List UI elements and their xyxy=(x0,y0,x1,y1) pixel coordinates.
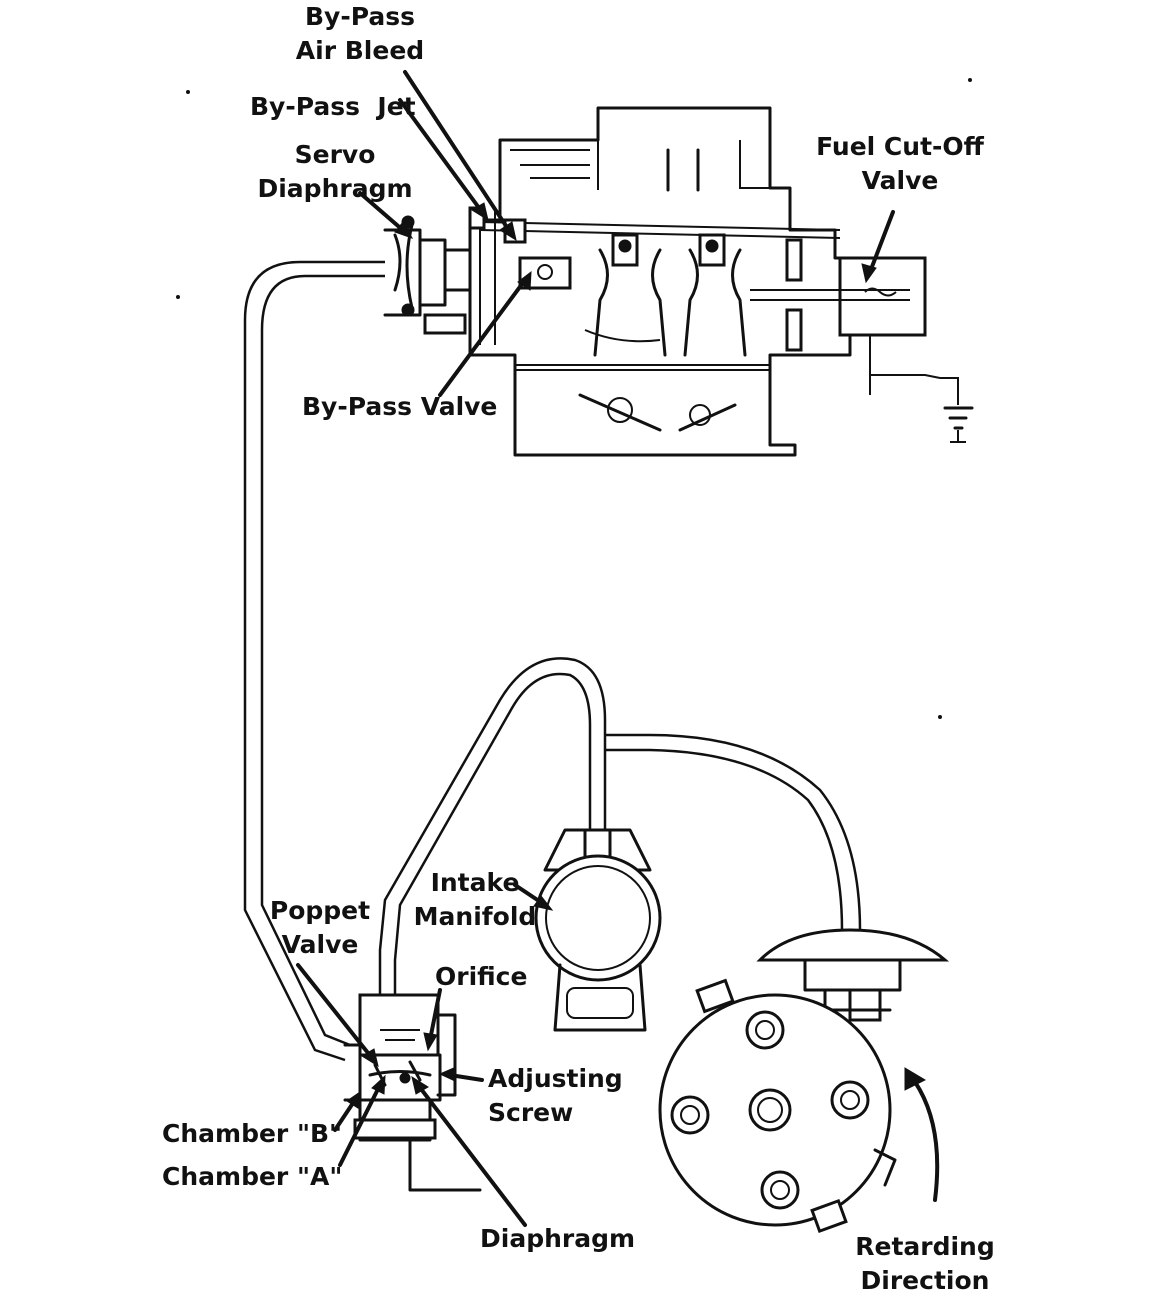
carburetor xyxy=(383,106,974,457)
label-diaphragm: Diaphragm xyxy=(480,1224,636,1253)
label-bypass-valve: By-Pass Valve xyxy=(302,392,498,421)
intake-manifold xyxy=(534,828,662,1032)
label-fuel-cutoff-valve: Fuel Cut-Off Valve xyxy=(816,132,984,195)
label-servo-diaphragm: Servo Diaphragm xyxy=(257,140,413,203)
label-retarding-direction: Retarding Direction xyxy=(855,1232,995,1295)
label-chamber-b: Chamber "B" xyxy=(162,1119,343,1148)
label-orifice: Orifice xyxy=(435,962,528,991)
label-chamber-a: Chamber "A" xyxy=(162,1162,343,1191)
delay-valve xyxy=(343,993,482,1192)
distributor xyxy=(658,928,950,1234)
label-poppet-valve: Poppet Valve xyxy=(269,896,371,959)
label-adjusting-screw: Adjusting Screw xyxy=(488,1064,623,1127)
leader-lines xyxy=(296,70,895,1227)
retarding-direction-arrow xyxy=(904,1067,940,1202)
label-bypass-air-bleed: By-Pass Air Bleed xyxy=(295,2,425,65)
vacuum-hoses xyxy=(243,260,862,1062)
label-intake-manifold: Intake Manifold xyxy=(413,868,537,931)
label-bypass-jet: By-Pass Jet xyxy=(250,92,416,121)
